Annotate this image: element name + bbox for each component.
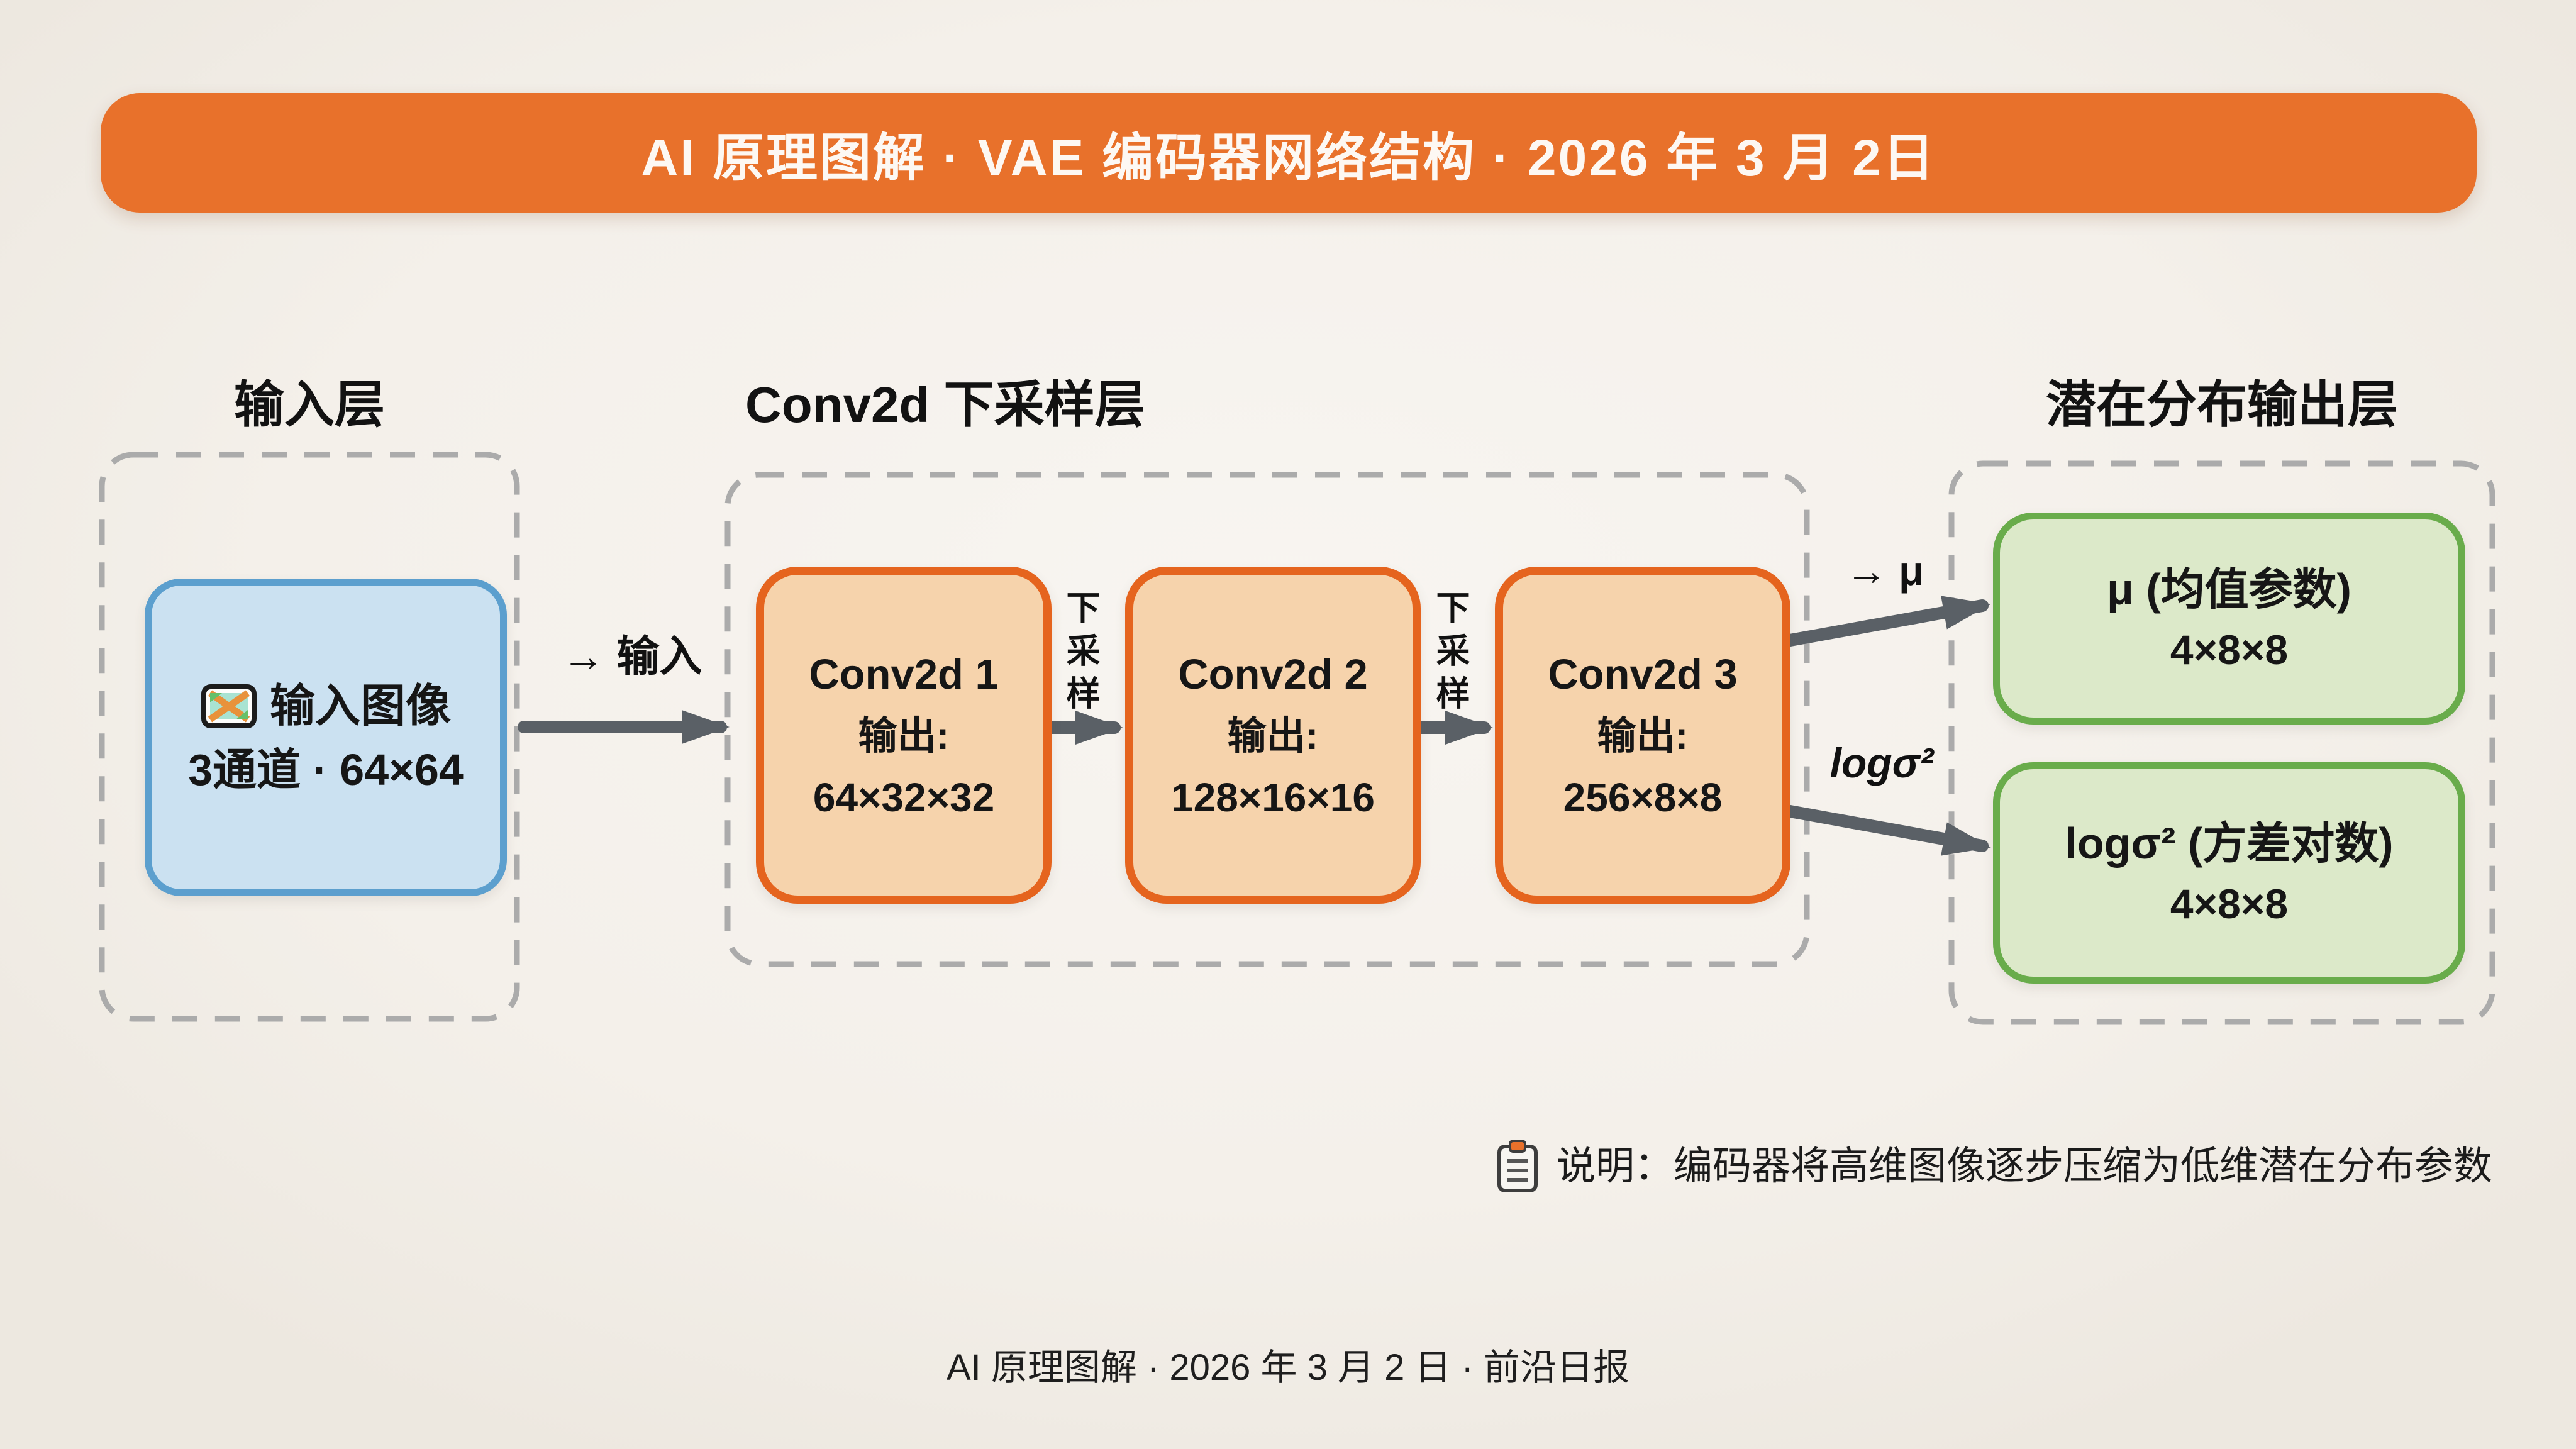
- latent-layer-title: 潜在分布输出层: [2046, 377, 2398, 433]
- conv-layer-title: Conv2d 下采样层: [745, 377, 1145, 433]
- downsample-label-1: 下采样: [1061, 590, 1099, 718]
- logvar-arrow-label: logσ²: [1829, 740, 1934, 786]
- conv2d-3-name: Conv2d 3: [1548, 650, 1738, 698]
- note-text: 说明：编码器将高维图像逐步压缩为低维潜在分布参数: [1556, 1145, 2492, 1188]
- conv2d-3-output-label: 输出:: [1597, 714, 1689, 758]
- footer: AI 原理图解 · 2026 年 3 月 2 日 · 前沿日报: [0, 1350, 2576, 1386]
- conv2d-3-node: Conv2d 3 输出: 256×8×8: [1495, 567, 1790, 904]
- mu-node-shape: 4×8×8: [2170, 626, 2289, 673]
- note-row: 说明：编码器将高维图像逐步压缩为低维潜在分布参数: [1496, 1140, 2492, 1194]
- input-node-label: 输入图像: [269, 680, 451, 731]
- banner-title: AI 原理图解 · VAE 编码器网络结构 · 2026 年 3 月 2日: [641, 129, 1936, 187]
- footer-text: AI 原理图解 · 2026 年 3 月 2 日 · 前沿日报: [946, 1347, 1630, 1388]
- conv2d-1-shape: 64×32×32: [813, 774, 995, 820]
- input-node-heading: 输入图像: [201, 684, 451, 729]
- mu-node: μ (均值参数) 4×8×8: [1993, 513, 2465, 724]
- input-node-shape: 3通道 · 64×64: [188, 745, 464, 794]
- mu-node-label: μ (均值参数): [2107, 564, 2351, 614]
- logvar-node: logσ² (方差对数) 4×8×8: [1993, 762, 2465, 984]
- input-layer-frame: [99, 452, 520, 1022]
- image-icon: [201, 684, 257, 728]
- logvar-node-shape: 4×8×8: [2170, 880, 2289, 927]
- conv2d-1-name: Conv2d 1: [809, 650, 999, 698]
- conv2d-2-shape: 128×16×16: [1171, 774, 1375, 820]
- conv2d-2-output-label: 输出:: [1227, 714, 1319, 758]
- conv2d-2-node: Conv2d 2 输出: 128×16×16: [1125, 567, 1421, 904]
- logvar-node-label: logσ² (方差对数): [2065, 819, 2394, 868]
- input-layer-title: 输入层: [234, 377, 385, 433]
- conv2d-2-name: Conv2d 2: [1178, 650, 1368, 698]
- mu-arrow-label: → μ: [1845, 547, 1924, 594]
- conv2d-3-shape: 256×8×8: [1563, 774, 1723, 820]
- logvar-arrow: [1770, 802, 1991, 856]
- banner: AI 原理图解 · VAE 编码器网络结构 · 2026 年 3 月 2日: [101, 93, 2477, 213]
- conv2d-1-output-label: 输出:: [858, 714, 950, 758]
- conv2d-1-node: Conv2d 1 输出: 64×32×32: [756, 567, 1052, 904]
- input-image-node: 输入图像 3通道 · 64×64: [145, 579, 507, 896]
- mu-arrow: [1770, 596, 1991, 649]
- clipboard-icon: [1497, 1140, 1538, 1192]
- latent-layer-frame: [1948, 460, 2496, 1025]
- downsample-label-2: 下采样: [1431, 590, 1468, 718]
- input-arrow-label: → 输入: [562, 633, 702, 680]
